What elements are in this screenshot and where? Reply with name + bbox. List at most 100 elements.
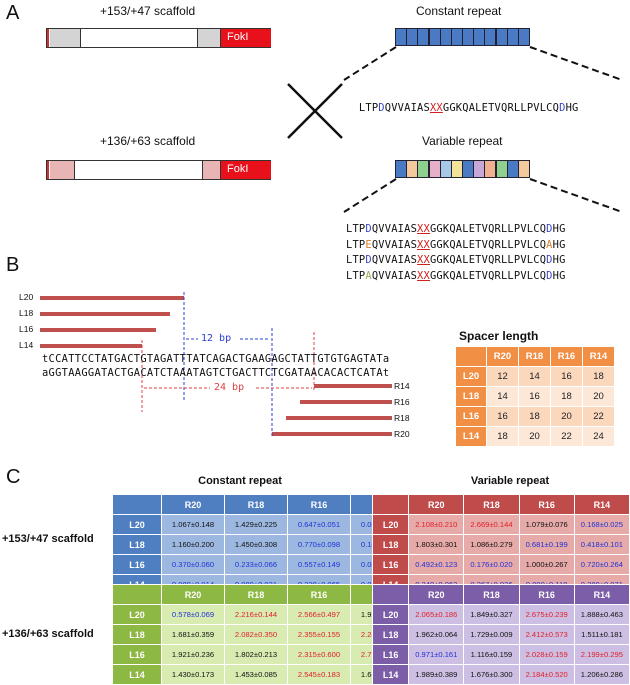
spacer-cell: 12 (486, 366, 519, 387)
row-label-136-63: +136/+63 scaffold (2, 628, 94, 640)
col-header: R18 (463, 584, 520, 605)
left-label-l16: L16 (19, 324, 34, 334)
constant-zoom-lines (343, 46, 623, 81)
value-cell: 2.028±0.159 (518, 644, 575, 665)
seq-part: LTP (358, 102, 379, 114)
value-cell: 1.921±0.236 (161, 644, 225, 665)
seq-part: D (365, 254, 372, 266)
spacer-cell: 20 (550, 406, 583, 427)
col-header: R16 (287, 584, 351, 605)
spacer-cell: 18 (582, 366, 615, 387)
seq-part: E (365, 238, 372, 251)
scaffold-bottom-n-pink (50, 161, 75, 179)
value-cell: 1.511±0.181 (573, 624, 630, 645)
scaffold-top-bar: FokI (46, 28, 271, 48)
variable-repeat-label: Variable repeat (422, 134, 503, 148)
spacer-cell: 22 (550, 426, 583, 447)
col-header: R18 (224, 494, 288, 515)
value-cell: 1.676±0.300 (463, 664, 520, 685)
seq-part: XX (417, 254, 430, 266)
scaffold-top-n-region (47, 29, 49, 47)
value-cell: 1.160±0.200 (161, 534, 225, 555)
seq-part: HG (565, 102, 579, 114)
seq-part: LTP (346, 269, 366, 282)
value-cell: 2.315±0.600 (287, 644, 351, 665)
value-cell: 0.176±0.020 (463, 554, 520, 575)
col-header: R20 (161, 584, 225, 605)
seq-part: A (365, 269, 372, 282)
value-cell: 1.962±0.064 (408, 624, 465, 645)
value-cell: 2.675±0.239 (518, 604, 575, 625)
row-header: L20 (371, 514, 410, 535)
value-cell: 0.557±0.149 (287, 554, 351, 575)
value-cell: 2.566±0.497 (287, 604, 351, 625)
scaffold-bottom-n-region (47, 161, 49, 179)
spacer-col-header: R16 (550, 346, 583, 367)
repeat-unit (517, 28, 530, 46)
row-header: L18 (112, 534, 162, 555)
row-header: L16 (112, 554, 162, 575)
variable-sequence-line: LTPDQVVAIASXXGGKQALETVQRLLPVLCQDHG (346, 222, 566, 238)
spacer-row-header: L16 (455, 406, 487, 427)
seq-part: D (546, 254, 553, 266)
spacer-cell: 24 (582, 426, 615, 447)
seq-part: QVVAIAS (371, 269, 418, 282)
seq-part: GGKQALETVQRLLPVLCQ (442, 102, 560, 114)
spacer-row-header: L20 (455, 366, 487, 387)
value-cell: 1.888±0.463 (573, 604, 630, 625)
foki-label-bottom: FokI (227, 163, 249, 175)
seq-part: GGKQALETVQRLLPVLCQ (429, 238, 547, 251)
value-cell: 1.430±0.173 (161, 664, 225, 685)
variable-sequence-line: LTPAQVVAIASXXGGKQALETVQRLLPVLCQDHG (346, 269, 566, 285)
table-constant-136: R20R18R16R14L200.578±0.0692.216±0.1442.5… (112, 584, 414, 685)
seq-part: D (546, 269, 553, 282)
spacer-row-header: L18 (455, 386, 487, 407)
seq-part: HG (552, 254, 566, 266)
seq-part: GGKQALETVQRLLPVLCQ (429, 223, 547, 235)
value-cell: 0.720±0.264 (573, 554, 630, 575)
value-cell: 0.492±0.123 (408, 554, 465, 575)
arm-bars-diagram (40, 292, 392, 438)
value-cell: 1.849±0.327 (463, 604, 520, 625)
seq-part: LTP (346, 223, 366, 235)
row-header: L16 (371, 644, 410, 665)
left-label-l14: L14 (19, 340, 34, 350)
scaffold-top-n-grey (50, 29, 81, 47)
row-header: L20 (112, 604, 162, 625)
value-cell: 0.578±0.069 (161, 604, 225, 625)
value-cell: 1.079±0.076 (518, 514, 575, 535)
value-cell: 2.545±0.183 (287, 664, 351, 685)
value-cell: 2.412±0.573 (518, 624, 575, 645)
value-cell: 2.669±0.144 (463, 514, 520, 535)
seq-part: QVVAIAS (371, 223, 418, 235)
value-cell: 2.065±0.186 (408, 604, 465, 625)
spacer-cell: 14 (518, 366, 551, 387)
panel-a-letter: A (6, 2, 20, 24)
value-cell: 0.770±0.098 (287, 534, 351, 555)
row-header: L16 (112, 644, 162, 665)
col-header: R14 (573, 494, 630, 515)
seq-part: HG (552, 223, 566, 235)
scaffold-top-c-grey (197, 29, 220, 47)
spacer-cell: 22 (582, 406, 615, 427)
col-header: R18 (463, 494, 520, 515)
row-header: L18 (112, 624, 162, 645)
right-label-r16: R16 (394, 397, 410, 407)
variable-repeat-array (395, 160, 530, 178)
right-label-r20: R20 (394, 429, 410, 439)
seq-part: QVVAIAS (384, 102, 430, 114)
value-cell: 0.647±0.051 (287, 514, 351, 535)
left-label-l18: L18 (19, 308, 34, 318)
scaffold-bottom-bar: FokI (46, 160, 271, 180)
seq-part: D (365, 223, 372, 235)
seq-part: XX (417, 269, 430, 282)
seq-part: LTP (346, 238, 366, 251)
value-cell: 1.989±0.389 (408, 664, 465, 685)
bp12-label: 12 bp (201, 333, 232, 344)
col-header: R16 (287, 494, 351, 515)
seq-rvd: XX (429, 102, 443, 114)
constant-repeat-label: Constant repeat (416, 4, 502, 18)
spacer-length-title: Spacer length (459, 329, 539, 343)
